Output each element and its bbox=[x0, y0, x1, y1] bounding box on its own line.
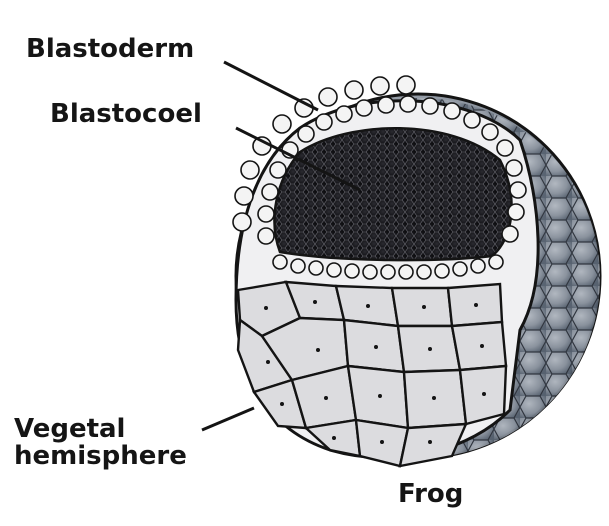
blastoderm-label: Blastoderm bbox=[26, 36, 194, 63]
vegetal-label-line1: Vegetal bbox=[14, 416, 187, 443]
blastoderm-leader-line bbox=[224, 62, 318, 110]
blastocoel-label: Blastocoel bbox=[50, 101, 202, 128]
vegetal-leader-line bbox=[202, 408, 254, 430]
frog-caption: Frog bbox=[398, 481, 463, 508]
vegetal-hemisphere-label: Vegetal hemisphere bbox=[14, 416, 187, 471]
blastocoel-cavity bbox=[274, 128, 511, 260]
vegetal-label-line2: hemisphere bbox=[14, 443, 187, 470]
